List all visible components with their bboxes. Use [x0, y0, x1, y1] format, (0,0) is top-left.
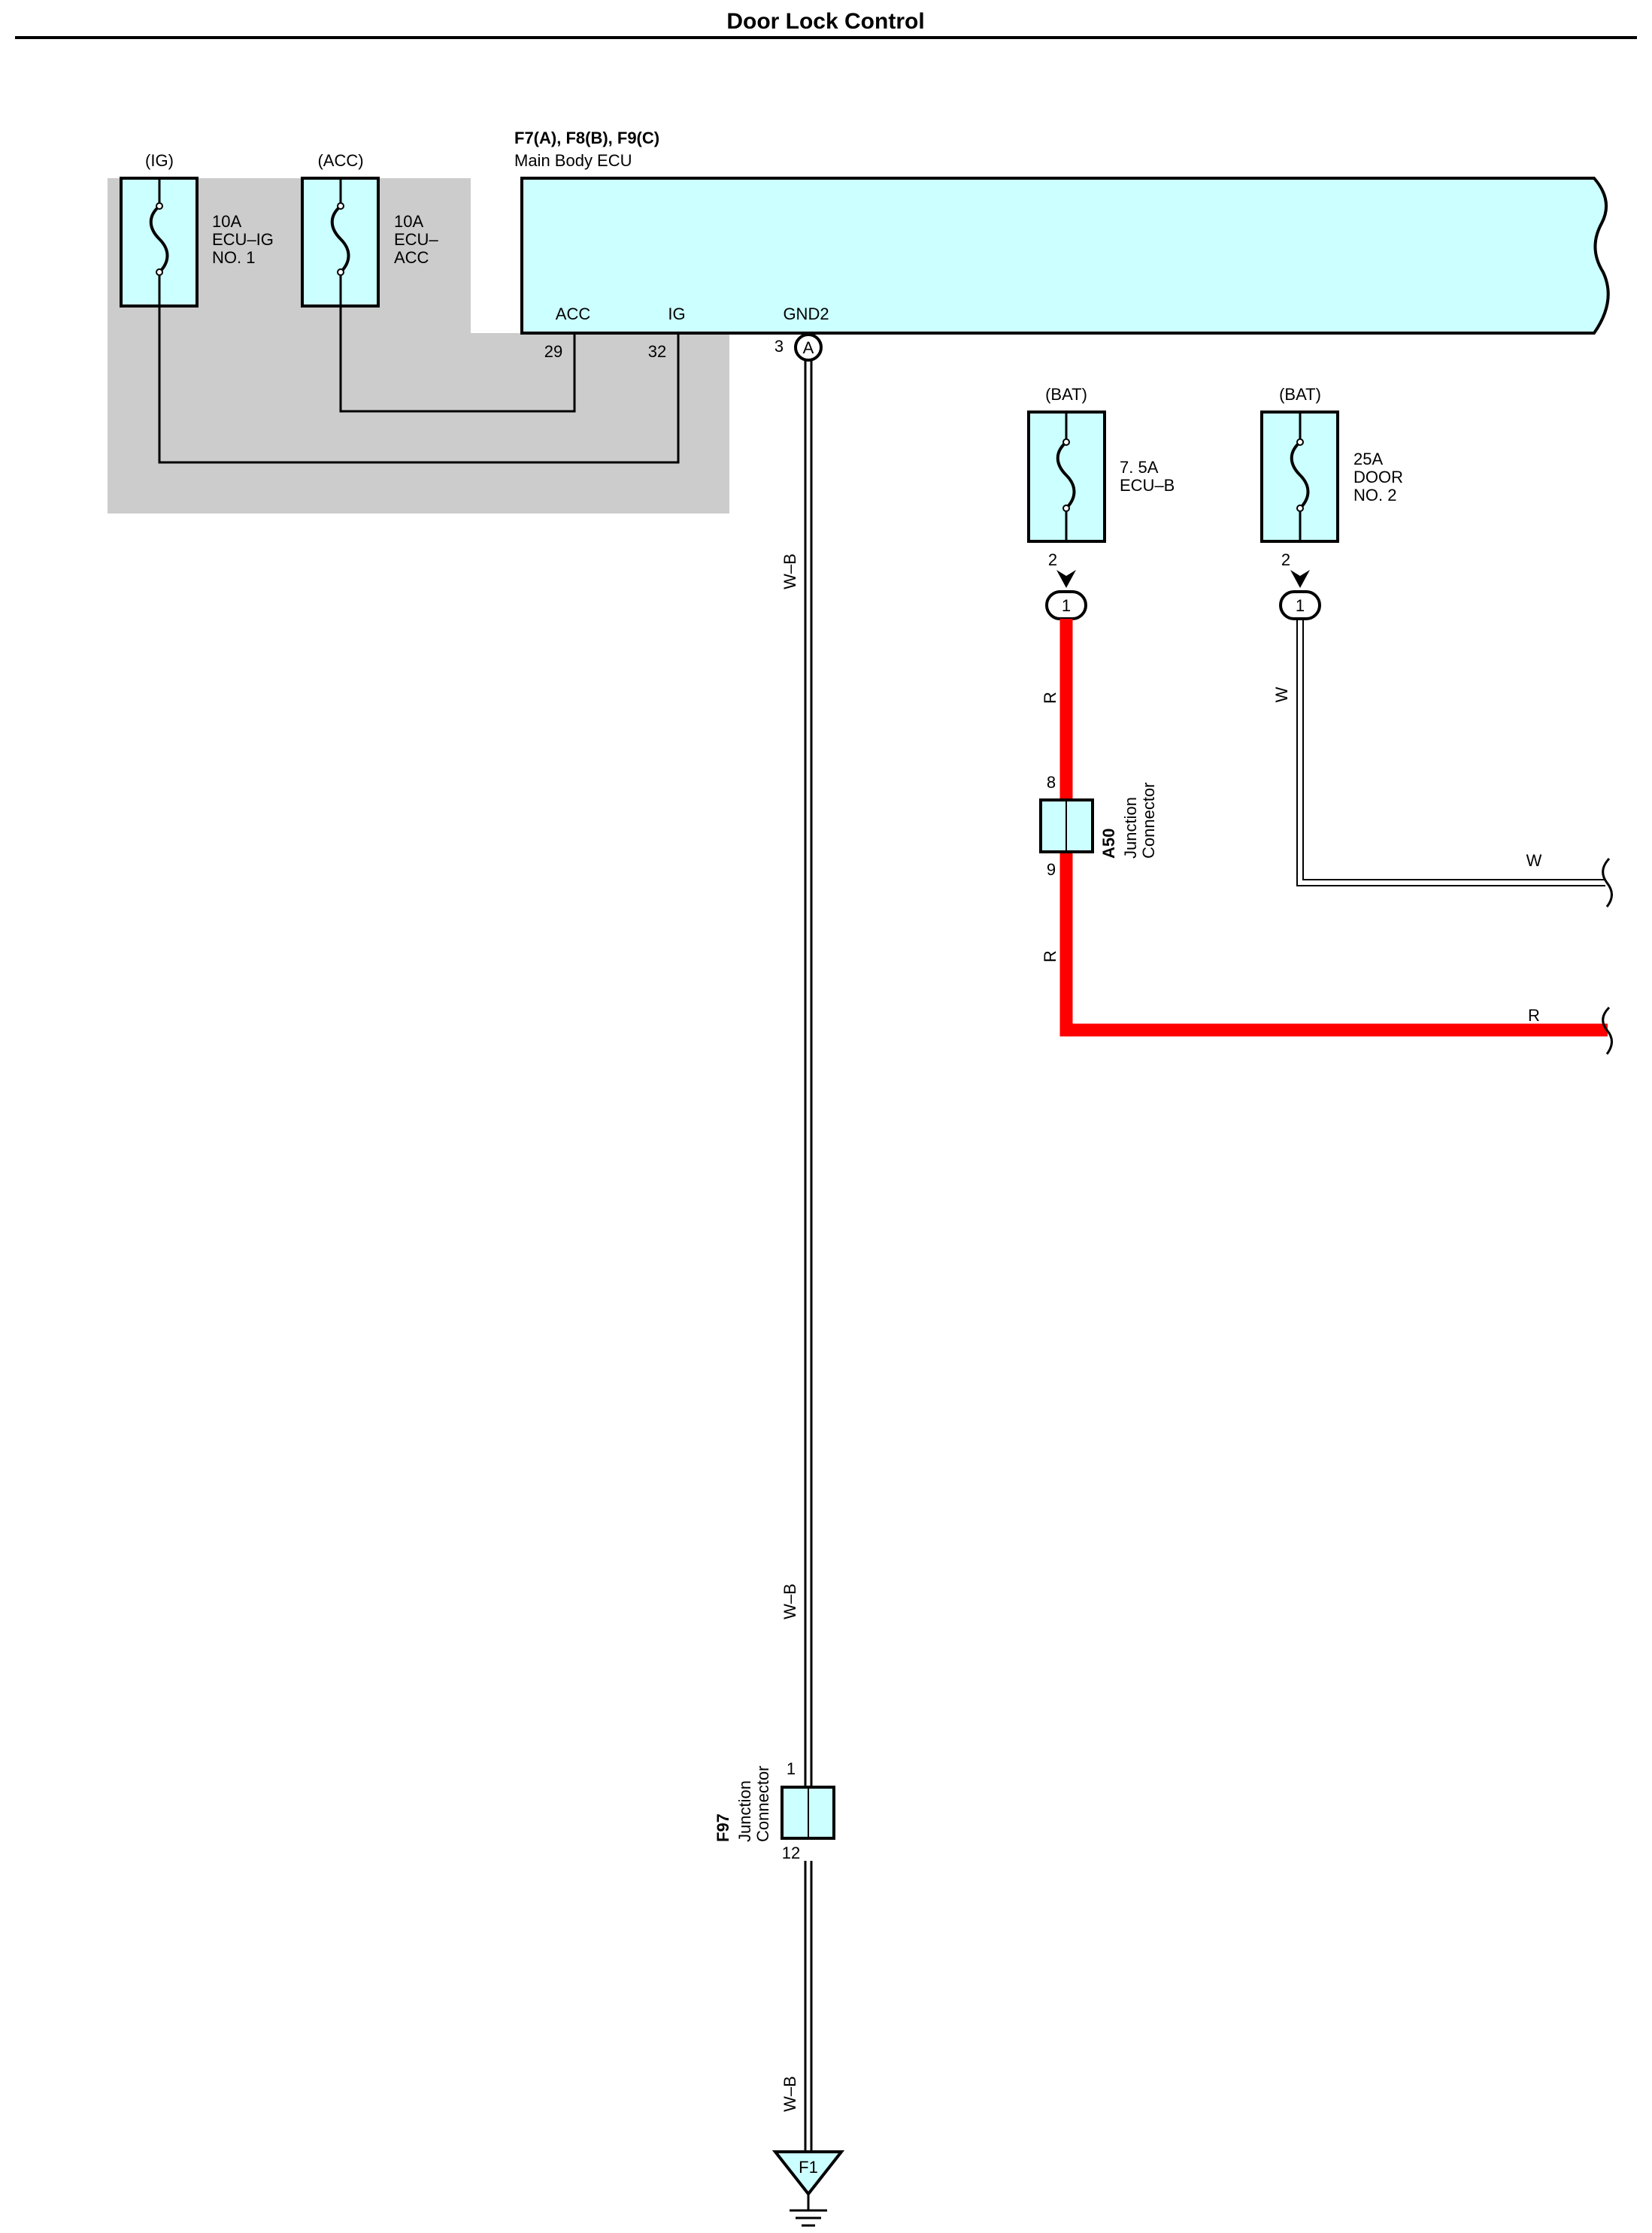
wire-continuation-icon: [1602, 857, 1613, 907]
fuse-ecu-acc: (ACC) 10A ECU– ACC: [301, 151, 438, 308]
wire-label-r-3: R: [1528, 1006, 1540, 1025]
wire-white-w: [1296, 619, 1605, 886]
fuse-ecu-ig-name: ECU–IG: [212, 230, 274, 249]
f97-name-line-2: Connector: [753, 1765, 772, 1842]
wire-label-w-1: W: [1272, 686, 1291, 702]
fuse-door-no2: (BAT) 25A DOOR NO. 2 2: [1260, 385, 1403, 569]
fuse-symbol: [1056, 441, 1076, 510]
f97-name-line-1: Junction: [735, 1780, 754, 1842]
wire-label-r-2: R: [1041, 950, 1059, 962]
fuse-ecu-ig-name-2: NO. 1: [212, 248, 255, 267]
pin-ig-label: IG: [668, 304, 685, 323]
gnd2-connector: A: [794, 333, 823, 362]
junction-connector-a50: 8 9 A50 Junction Connector: [1039, 773, 1158, 879]
fuse-ecu-ig-source: (IG): [145, 151, 174, 170]
ecu-name: Main Body ECU: [514, 151, 632, 170]
connector-pill-ecu-b: 1: [1045, 590, 1087, 620]
fuse-ecu-b-rating: 7. 5A: [1120, 458, 1159, 477]
connector-pill-door-pin: 1: [1296, 596, 1305, 615]
fuse-symbol: [1290, 441, 1310, 510]
pin-ig-number: 32: [648, 342, 666, 361]
fuse-ecu-b-name: ECU–B: [1120, 476, 1175, 495]
fuse-door-no2-name: DOOR: [1353, 468, 1403, 486]
a50-code: A50: [1099, 829, 1118, 859]
f97-pin-out: 12: [782, 1844, 800, 1862]
fuse-door-no2-pin: 2: [1281, 550, 1290, 569]
a50-pin-out: 9: [1047, 860, 1056, 879]
wire-ground-w-b: [804, 360, 813, 2152]
a50-name-line-1: Junction: [1121, 797, 1140, 859]
pin-gnd2-label: GND2: [783, 304, 829, 323]
pin-acc-label: ACC: [556, 304, 591, 323]
wire-label-w-b-3: W–B: [781, 2076, 799, 2112]
f97-code: F97: [714, 1813, 732, 1842]
fuse-ecu-b-pin: 2: [1048, 550, 1057, 569]
wire-label-w-b-2: W–B: [781, 1583, 799, 1619]
fuse-ecu-acc-source: (ACC): [317, 151, 363, 170]
arrow-down-icon: [1290, 570, 1310, 588]
arrow-down-icon: [1056, 570, 1076, 588]
ground-point-label: F1: [799, 2158, 818, 2177]
gnd2-connector-letter: A: [803, 338, 814, 357]
wire-label-w-2: W: [1526, 851, 1542, 870]
fuse-symbol: [149, 205, 169, 274]
wire-red-r: [1059, 619, 1608, 1037]
connector-pill-ecu-b-pin: 1: [1062, 596, 1071, 615]
fuse-symbol: [330, 205, 350, 274]
a50-name-line-2: Connector: [1139, 782, 1158, 859]
fuse-ecu-ig-rating: 10A: [212, 212, 241, 231]
connector-pill-door: 1: [1279, 590, 1321, 620]
fuse-ecu-b: (BAT) 7. 5A ECU–B 2: [1027, 385, 1175, 569]
fuse-ecu-acc-name-2: ACC: [394, 248, 429, 267]
fuse-door-no2-rating: 25A: [1353, 450, 1383, 468]
f97-pin-in: 1: [787, 1759, 796, 1778]
fuse-ecu-acc-name: ECU–: [394, 230, 438, 249]
fuse-ecu-ig: (IG) 10A ECU–IG NO. 1: [120, 151, 274, 308]
wire-label-r-1: R: [1041, 692, 1059, 704]
fuse-door-no2-name-2: NO. 2: [1353, 486, 1396, 504]
wire-ig: [158, 306, 680, 464]
ecu-connector-codes: F7(A), F8(B), F9(C): [514, 129, 659, 147]
pin-acc-number: 29: [544, 342, 562, 361]
wire-continuation-icon: [1602, 1006, 1613, 1055]
wire-acc: [339, 306, 576, 413]
a50-pin-in: 8: [1047, 773, 1056, 792]
junction-connector-f97: 1 12 F97 Junction Connector: [714, 1759, 835, 1862]
power-source-area: [108, 178, 729, 514]
ground-point-f1: F1: [771, 2150, 845, 2227]
fuse-ecu-b-source: (BAT): [1045, 385, 1087, 404]
pin-gnd2-number: 3: [774, 337, 784, 356]
fuse-door-no2-source: (BAT): [1279, 385, 1321, 404]
wire-label-w-b-1: W–B: [781, 553, 799, 589]
diagram-title: Door Lock Control: [726, 9, 924, 34]
main-body-ecu: F7(A), F8(B), F9(C) Main Body ECU ACC IG…: [514, 129, 1610, 335]
fuse-ecu-acc-rating: 10A: [394, 212, 423, 231]
